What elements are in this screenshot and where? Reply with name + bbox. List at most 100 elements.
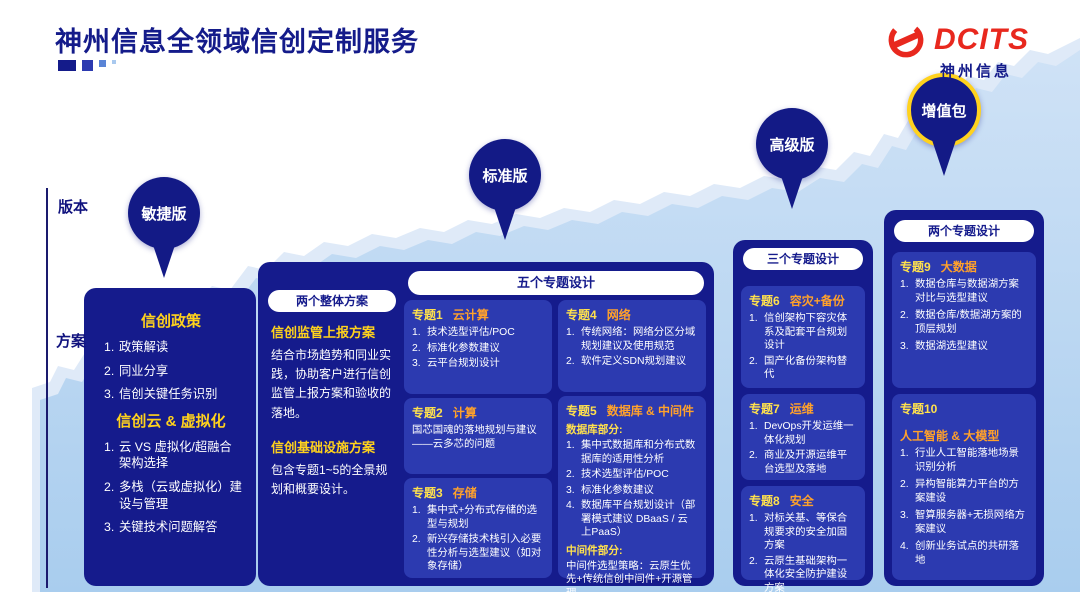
title-decoration-squares [58, 60, 116, 71]
pill-two-topics: 两个专题设计 [894, 220, 1034, 242]
list-item: 同业分享 [104, 363, 169, 379]
overall-plan-body: 结合市场趋势和同业实践，协助客户进行信创监管上报方案和验收的落地。 [271, 348, 392, 420]
topic-name: 人工智能 & 大模型 [900, 429, 1000, 443]
list-item: 数据库平台规划设计（部署模式建议 DBaaS / 云上PaaS） [566, 499, 696, 539]
list-item: 数据仓库与数据湖方案对比与选型建议 [900, 278, 1019, 304]
middleware-sub-label: 中间件部分: [566, 544, 623, 557]
database-sub-label: 数据库部分: [566, 424, 623, 436]
topic-list: 集中式+分布式存储的选型与规划 新兴存储技术栈引入必要性分析与选型建议（如对象存… [412, 504, 544, 574]
list-item: 云原生基础架构一体化安全防护建设方案 [749, 555, 848, 594]
topic-name: 运维 [789, 402, 814, 416]
pin-advanced-version: 高级版 [756, 108, 828, 209]
list-item: 传统网络：网络分区分域规划建议及使用规范 [566, 326, 696, 352]
list-item: 创新业务试点的共研落地 [900, 540, 1019, 566]
pin-tail [932, 140, 956, 176]
pin-standard-label: 标准版 [469, 139, 541, 211]
list-item: 异构智能算力平台的方案建设 [900, 478, 1019, 504]
overall-plans-section: 信创监管上报方案 结合市场趋势和同业实践，协助客户进行信创监管上报方案和验收的落… [271, 322, 397, 513]
topic-number: 专题8 [749, 494, 780, 508]
cloud-list: 云 VS 虚拟化/超融合架构选择 多栈（云或虚拟化）建设与管理 关键技术问题解答 [104, 439, 244, 536]
topic-name: 网络 [606, 308, 631, 322]
topic-box-8-security: 专题8 安全 对标关基、等保合规要求的安全加固方案 云原生基础架构一体化安全防护… [741, 486, 865, 594]
list-item: 技术选型评估/POC [566, 468, 669, 481]
pill-five-topics: 五个专题设计 [408, 271, 704, 295]
topic-number: 专题6 [749, 294, 780, 308]
dcits-swoosh-icon [888, 22, 924, 58]
list-item: 集中式数据库和分布式数据库的适用性分析 [566, 439, 696, 465]
pin-tail [152, 242, 176, 278]
list-item: 国产化备份架构替代 [749, 355, 848, 381]
topic-box-10-ai-large-model: 专题10 人工智能 & 大模型 行业人工智能落地场景识别分析 异构智能算力平台的… [892, 394, 1036, 580]
panel-advanced: 三个专题设计 专题6 容灾+备份 信创架构下容灾体系及配套平台规划设计 国产化备… [733, 240, 873, 594]
overall-plan-heading: 信创监管上报方案 [271, 325, 376, 340]
logo-brand-text: DCITS [934, 23, 1029, 56]
topic-name: 大数据 [940, 260, 977, 274]
topic-box-5-database-middleware: 专题5 数据库 & 中间件 数据库部分: 集中式数据库和分布式数据库的适用性分析… [558, 396, 706, 599]
pin-agile-label: 敏捷版 [128, 177, 200, 249]
axis-version-label: 版本 [58, 199, 89, 216]
topic-number: 专题3 [412, 486, 443, 500]
topic-list: 行业人工智能落地场景识别分析 异构智能算力平台的方案建设 智算服务器+无损网络方… [900, 447, 1028, 567]
list-item: 政策解读 [104, 339, 169, 355]
decoration-square [112, 60, 116, 64]
decoration-square [58, 60, 76, 71]
list-item: 对标关基、等保合规要求的安全加固方案 [749, 512, 848, 552]
database-list: 集中式数据库和分布式数据库的适用性分析 技术选型评估/POC 标准化参数建议 数… [566, 439, 698, 540]
axis-plan-label: 方案 [56, 333, 87, 350]
list-item: 软件定义SDN规划建议 [566, 355, 687, 368]
list-item: 商业及开源运维平台选型及落地 [749, 449, 848, 475]
list-item: 信创关键任务识别 [104, 386, 218, 402]
list-item: 多栈（云或虚拟化）建设与管理 [104, 479, 242, 511]
topic-box-6-disaster-recovery-backup: 专题6 容灾+备份 信创架构下容灾体系及配套平台规划设计 国产化备份架构替代 [741, 286, 865, 388]
list-item: 集中式+分布式存储的选型与规划 [412, 504, 537, 530]
topic-list: 传统网络：网络分区分域规划建议及使用规范 软件定义SDN规划建议 [566, 326, 698, 369]
pin-advanced-label: 高级版 [756, 108, 828, 180]
topic-list: 信创架构下容灾体系及配套平台规划设计 国产化备份架构替代 [749, 312, 857, 382]
topic-name: 存储 [452, 486, 477, 500]
pin-addon-label: 增值包 [907, 73, 981, 147]
list-item: 关键技术问题解答 [104, 519, 218, 535]
panel-agile: 信创政策 政策解读 同业分享 信创关键任务识别 信创云 & 虚拟化 云 VS 虚… [84, 288, 256, 586]
list-item: 智算服务器+无损网络方案建议 [900, 509, 1025, 535]
list-item: 信创架构下容灾体系及配套平台规划设计 [749, 312, 848, 352]
topic-number: 专题10 [900, 402, 938, 416]
topic-list: 技术选型评估/POC 标准化参数建议 云平台规划设计 [412, 326, 544, 371]
topic-box-1-cloud-computing: 专题1 云计算 技术选型评估/POC 标准化参数建议 云平台规划设计 [404, 300, 552, 394]
list-item: 新兴存储技术栈引入必要性分析与选型建议（如对象存储） [412, 533, 542, 573]
overall-plan-heading: 信创基础设施方案 [271, 439, 376, 455]
logo-company-text: 神州信息 [940, 63, 1013, 80]
list-item: 云平台规划设计 [412, 357, 500, 370]
list-item: 云 VS 虚拟化/超融合架构选择 [104, 439, 232, 471]
overall-plan-body: 包含专题1~5的全景规划和概要设计。 [271, 462, 388, 496]
pin-agile-version: 敏捷版 [128, 177, 200, 278]
page-title: 神州信息全领域信创定制服务 [55, 27, 419, 57]
topic-list: 数据仓库与数据湖方案对比与选型建议 数据仓库/数据湖方案的顶层规划 数据湖选型建… [900, 278, 1028, 354]
list-item: 标准化参数建议 [412, 342, 500, 355]
pin-addon-package: 增值包 [907, 73, 981, 176]
topic-name: 计算 [452, 406, 477, 420]
middleware-body: 中间件选型策略：云原生优先+传统信创中间件+开源管理 [566, 560, 693, 599]
topic-name: 容灾+备份 [789, 294, 845, 308]
pill-three-topics: 三个专题设计 [743, 248, 863, 270]
topic-box-9-big-data: 专题9 大数据 数据仓库与数据湖方案对比与选型建议 数据仓库/数据湖方案的顶层规… [892, 252, 1036, 388]
pin-tail [780, 173, 804, 209]
topic-number: 专题9 [900, 260, 931, 274]
list-item: DevOps开发运维一体化规划 [749, 420, 854, 446]
topic-body: 国芯国魂的落地规划与建议——云多芯的问题 [412, 425, 537, 450]
topic-list: 对标关基、等保合规要求的安全加固方案 云原生基础架构一体化安全防护建设方案 [749, 512, 857, 595]
list-item: 行业人工智能落地场景识别分析 [900, 447, 1019, 473]
decoration-square [82, 60, 93, 71]
policy-list: 政策解读 同业分享 信创关键任务识别 [104, 339, 244, 403]
pin-tail [493, 204, 517, 240]
topic-name: 安全 [789, 494, 814, 508]
pill-two-overall: 两个整体方案 [268, 290, 396, 312]
topic-number: 专题5 [566, 404, 597, 418]
panel-standard: 五个专题设计 两个整体方案 信创监管上报方案 结合市场趋势和同业实践，协助客户进… [258, 262, 714, 599]
list-item: 数据仓库/数据湖方案的顶层规划 [900, 309, 1022, 335]
panel-addon: 两个专题设计 专题9 大数据 数据仓库与数据湖方案对比与选型建议 数据仓库/数据… [884, 210, 1044, 586]
decoration-square [99, 60, 106, 67]
topic-name: 数据库 & 中间件 [606, 404, 695, 418]
topic-number: 专题1 [412, 308, 443, 322]
topic-box-7-operations: 专题7 运维 DevOps开发运维一体化规划 商业及开源运维平台选型及落地 [741, 394, 865, 480]
